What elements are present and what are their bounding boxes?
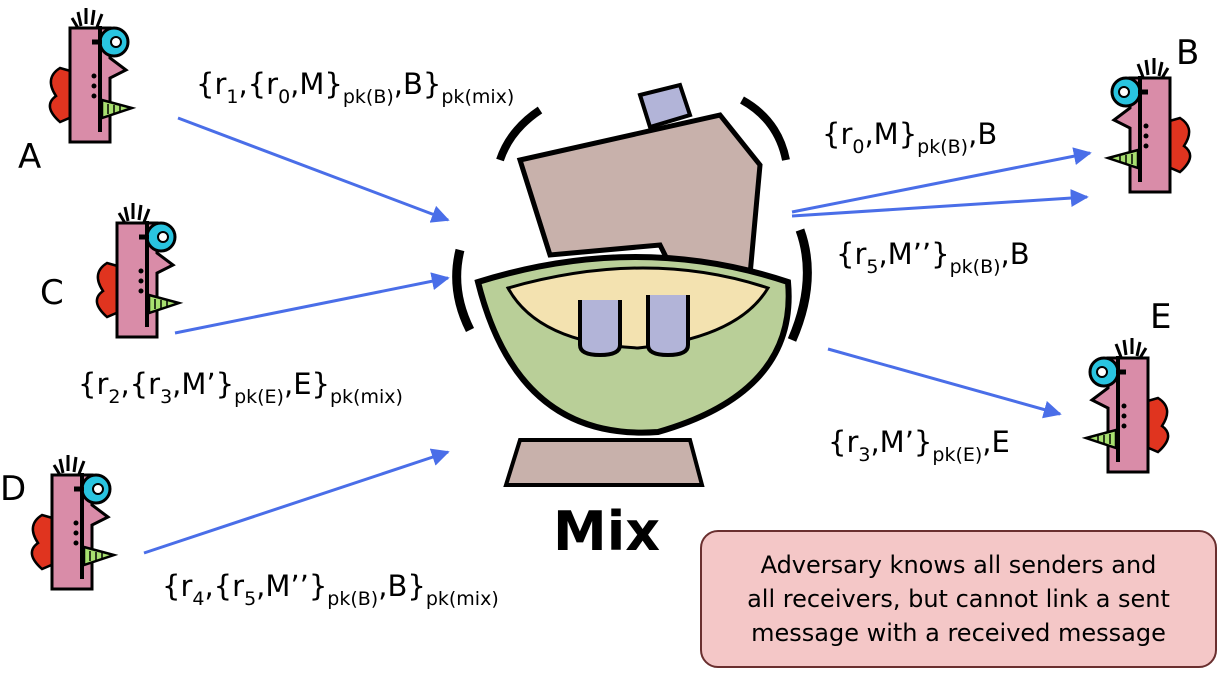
person-c-icon (97, 203, 179, 337)
message-from-d: {r4,{r5,M’’}pk(B),B}pk(mix) (162, 569, 499, 610)
arrow-mix-to-b-1 (791, 147, 1092, 214)
message-from-a: {r1,{r0,M}pk(B),B}pk(mix) (196, 67, 515, 108)
note-line-2: all receivers, but cannot link a sent (747, 585, 1170, 613)
participant-d-label: D (0, 469, 27, 509)
person-a-icon (50, 8, 132, 142)
participant-e-label: E (1150, 297, 1172, 337)
note-line-3: message with a received message (751, 619, 1166, 647)
person-b-icon (1108, 58, 1190, 192)
arrow-mix-to-e (827, 347, 1062, 419)
arrow-d-to-mix (143, 448, 450, 555)
message-from-c: {r2,{r3,M’}pk(E),E}pk(mix) (78, 367, 403, 408)
arrow-mix-to-b-2 (791, 189, 1089, 218)
adversary-note: Adversary knows all senders and all rece… (700, 530, 1217, 668)
arrow-c-to-mix (174, 272, 450, 335)
participant-a-label: A (18, 137, 42, 177)
message-to-b-1: {r0,M}pk(B),B (822, 117, 998, 158)
person-e-icon (1086, 338, 1168, 472)
note-line-1: Adversary knows all senders and (760, 551, 1157, 579)
participant-c-label: C (40, 273, 64, 313)
participant-b-label: B (1176, 33, 1200, 73)
message-to-b-2: {r5,M’’}pk(B),B (836, 237, 1030, 278)
message-to-e: {r3,M’}pk(E),E (828, 425, 1010, 466)
stand-mixer-icon (452, 82, 812, 487)
mix-label: Mix (553, 500, 661, 563)
person-d-icon (32, 455, 114, 589)
arrow-a-to-mix (177, 116, 450, 223)
